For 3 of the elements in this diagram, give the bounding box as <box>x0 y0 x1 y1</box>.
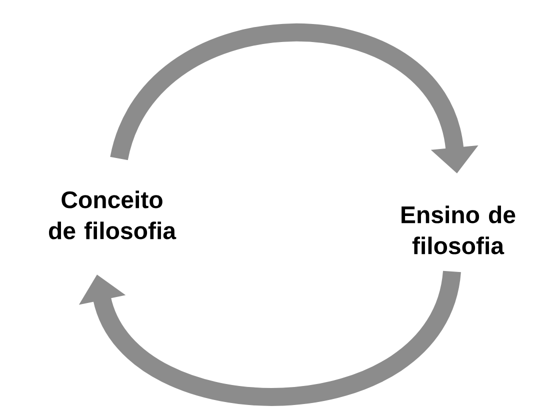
node-label: Conceito de filosofia <box>49 190 176 240</box>
curved-arrow <box>78 269 461 406</box>
node-label: Ensino de filosofia <box>402 206 516 254</box>
